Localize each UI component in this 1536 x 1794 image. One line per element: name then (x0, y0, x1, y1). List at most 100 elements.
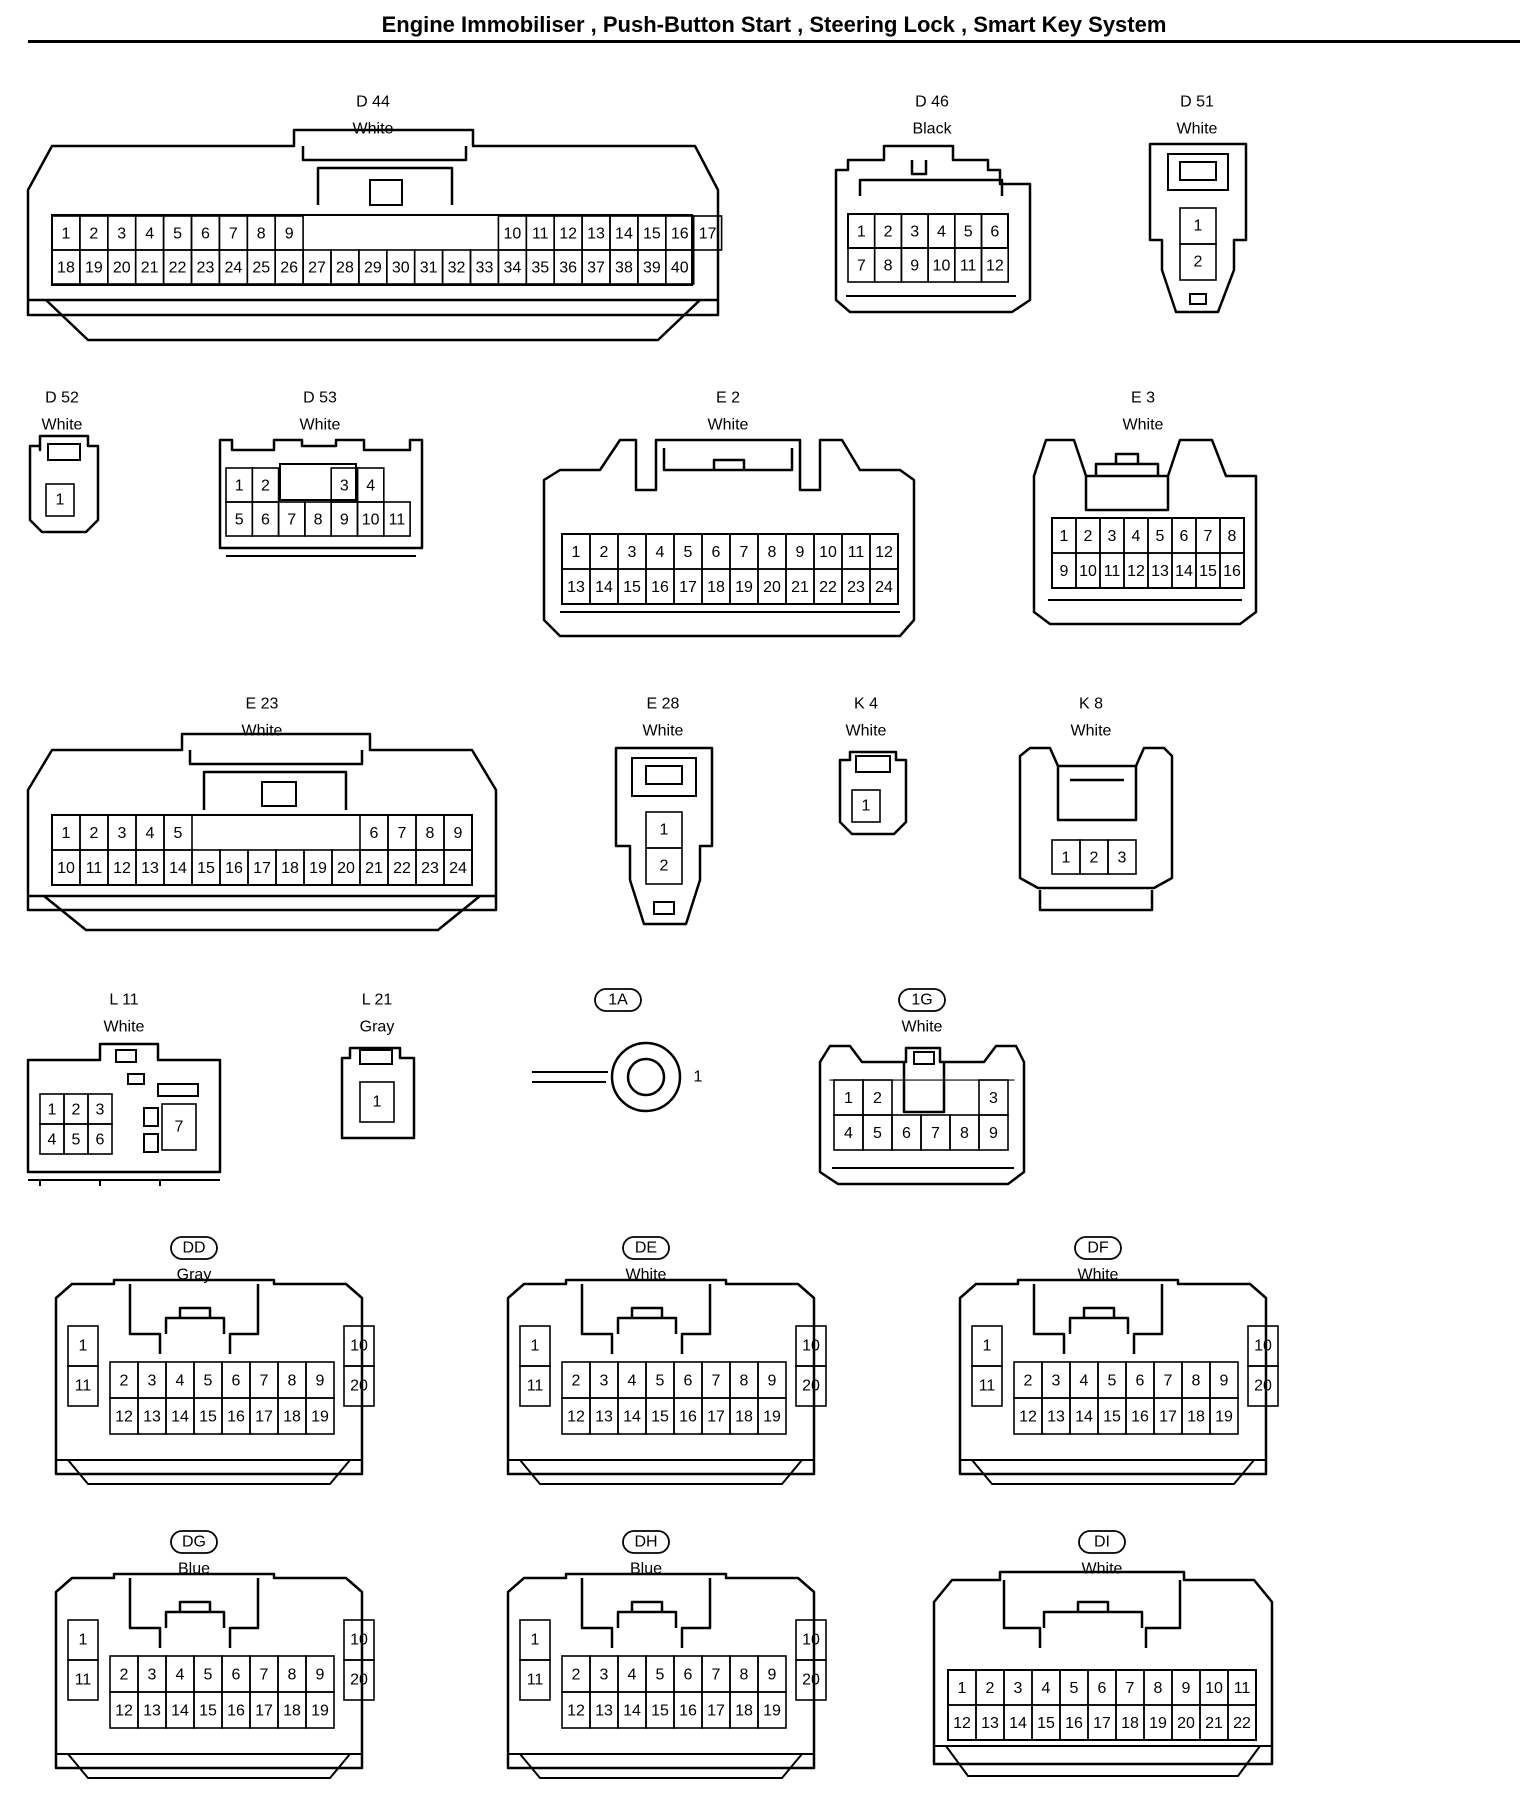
connector-color: White (708, 417, 749, 434)
connector-housing (54, 1572, 364, 1770)
pin-number: 8 (426, 825, 435, 842)
pin-cell (161, 1103, 197, 1151)
pin-number: 5 (72, 1132, 81, 1149)
pin-cell (971, 1365, 1003, 1407)
connector-color: White (1177, 121, 1218, 138)
pin-number: 37 (587, 260, 605, 277)
pin-number: 13 (1047, 1409, 1065, 1426)
connector-color: White (104, 1019, 145, 1036)
pin-number: 1 (660, 822, 669, 839)
pin-cell (305, 1397, 335, 1435)
pin-number: 2 (1090, 850, 1099, 867)
pin-number: 5 (656, 1667, 665, 1684)
pin-number: 18 (281, 860, 299, 877)
pin-number: 9 (1220, 1373, 1229, 1390)
connector-code: 1A (608, 992, 628, 1009)
pin-number: 10 (933, 258, 951, 275)
pin-number: 19 (1215, 1409, 1233, 1426)
pin-number: 15 (651, 1703, 669, 1720)
pin-number: 15 (197, 860, 215, 877)
connector-housing (932, 1570, 1274, 1766)
connector-code-badge (1074, 1236, 1122, 1260)
housing-lip (508, 1459, 814, 1485)
pin-number: 4 (656, 544, 665, 561)
pin-number: 18 (57, 260, 75, 277)
pin-cell (1247, 1365, 1279, 1407)
pin-number: 1 (572, 544, 581, 561)
pin-number: 2 (572, 1667, 581, 1684)
pin-number: 4 (176, 1667, 185, 1684)
pin-number: 2 (873, 1090, 882, 1107)
housing-lip (28, 1179, 220, 1186)
pin-number: 15 (1103, 1409, 1121, 1426)
pin-cell (1227, 1704, 1257, 1741)
pin-number: 27 (308, 260, 326, 277)
connector-housing (838, 750, 908, 836)
connector-color: White (42, 417, 83, 434)
pin-number: 9 (768, 1373, 777, 1390)
pin-number: 2 (72, 1102, 81, 1119)
latch (128, 1284, 260, 1354)
pin-number: 36 (559, 260, 577, 277)
pin-number: 20 (350, 1378, 368, 1395)
pin-number: 5 (204, 1373, 213, 1390)
pin-number: 2 (986, 1680, 995, 1697)
latch-frame (631, 757, 697, 797)
pin-cell (869, 568, 899, 605)
pin-number: 6 (232, 1373, 241, 1390)
pin-number: 7 (712, 1667, 721, 1684)
pin-number: 3 (1118, 850, 1127, 867)
connector-code: DE (635, 1240, 657, 1257)
pin-number: 28 (336, 260, 354, 277)
pin-number: 17 (679, 579, 697, 596)
pin-number: 20 (763, 579, 781, 596)
pin-number: 7 (857, 258, 866, 275)
pin-number: 13 (567, 579, 585, 596)
pin-number: 5 (656, 1373, 665, 1390)
pin-number: 3 (1052, 1373, 1061, 1390)
pin-number: 19 (1149, 1715, 1167, 1732)
keyway (653, 901, 675, 915)
connector-code: E 28 (647, 696, 680, 713)
pin-number: 3 (628, 544, 637, 561)
pin-number: 8 (257, 226, 266, 243)
pin-number: 32 (448, 260, 466, 277)
latch-frame (279, 463, 357, 501)
housing-lip (56, 1753, 362, 1779)
connector-color: White (300, 417, 341, 434)
latch-tab (913, 1051, 935, 1065)
latch-tab (47, 443, 81, 461)
pin-number: 19 (311, 1409, 329, 1426)
pin-number: 7 (1204, 528, 1213, 545)
pin-number: 10 (1205, 1680, 1223, 1697)
pin-number: 20 (1254, 1378, 1272, 1395)
pin-number: 20 (113, 260, 131, 277)
pin-number: 1 (79, 1632, 88, 1649)
pin-number: 6 (902, 1125, 911, 1142)
pin-number: 14 (1075, 1409, 1093, 1426)
pin-number: 35 (531, 260, 549, 277)
pin-number: 3 (1108, 528, 1117, 545)
connector-code-badge (898, 988, 946, 1012)
pin-number: 12 (559, 226, 577, 243)
pin-number: 21 (1205, 1715, 1223, 1732)
pin-number: 14 (623, 1409, 641, 1426)
pin-number: 22 (1233, 1715, 1251, 1732)
pin-number: 18 (735, 1409, 753, 1426)
pin-number: 9 (796, 544, 805, 561)
connector-housing (26, 732, 498, 912)
pin-cell (851, 789, 881, 823)
latch (1032, 1284, 1164, 1354)
pin-number: 2 (884, 224, 893, 241)
pin-number: 3 (1014, 1680, 1023, 1697)
pin-number: 26 (280, 260, 298, 277)
connector-housing (1148, 142, 1248, 314)
pin-number: 1 (857, 224, 866, 241)
connector-housing (834, 144, 1032, 314)
pin-cell (645, 847, 683, 885)
